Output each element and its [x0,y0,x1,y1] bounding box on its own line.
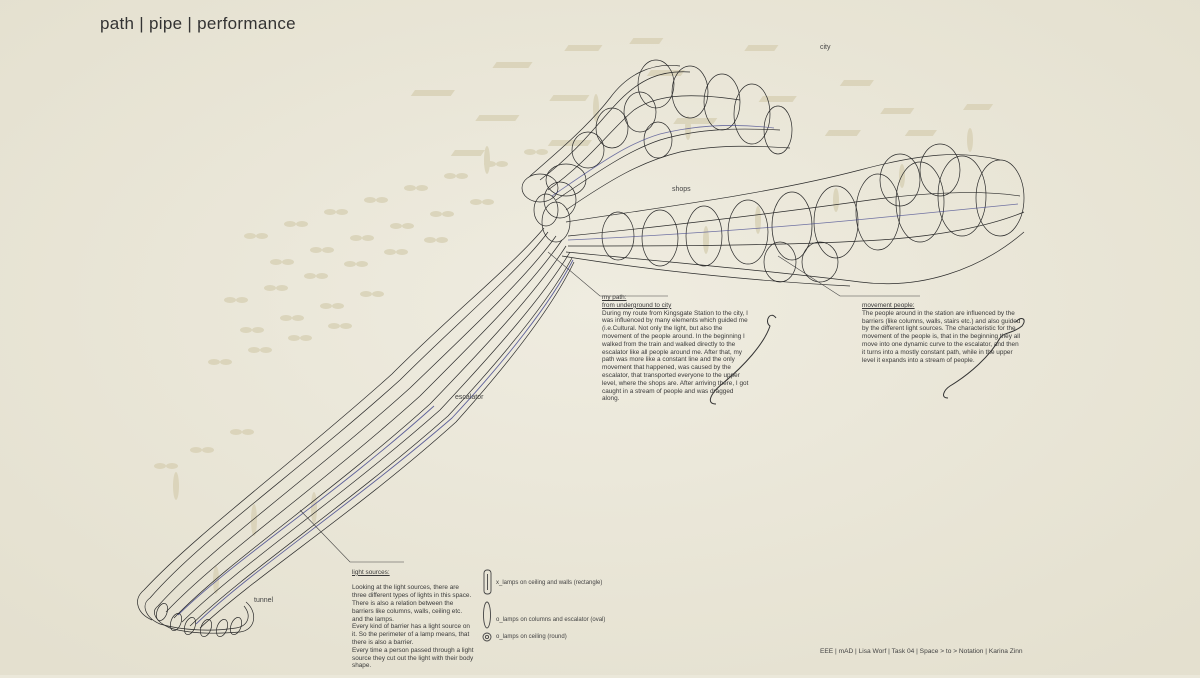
legend-rectangle-lamps: x_lamps on ceiling and walls (rectangle) [496,580,603,586]
movement-people-body: The people around in the station are inf… [862,309,1021,364]
pipe-escalator-accent [177,259,574,625]
movement-people-note: movement people: The people around in th… [862,302,1022,364]
oval-column-lamps [173,94,973,594]
round-lamp-inner [484,634,490,640]
light-sources-note: light sources: Looking at the light sour… [352,561,474,678]
my-path-body: During my route from Kingsgate Station t… [602,309,749,403]
rectangle-lamp-icon [483,569,492,595]
movement-people-heading: movement people: [862,302,915,309]
pipe-people-accent [567,203,1019,241]
pipe-tunnel [137,589,254,637]
my-path-note: my path: from underground to city During… [602,294,752,403]
label-city: city [820,44,831,51]
oval-lamp-pairs [154,149,548,469]
legend-oval-lamps: o_lamps on columns and escalator (oval) [496,617,606,623]
oval-lamp-icon [483,601,491,629]
round-lamp-icon [482,632,492,642]
light-source-field [154,38,994,594]
label-tunnel: tunnel [254,597,274,604]
label-shops: shops [672,186,691,193]
credits-line: EEE | mAD | Lisa Worf | Task 04 | Space … [820,648,1023,655]
legend-round-lamps: o_lamps on ceiling (round) [496,634,567,640]
pipe-people-branch [561,143,1025,287]
my-path-heading: my path: from underground to city [602,294,672,309]
rectangle-lamps-top [410,38,994,156]
pipe-city-branch [529,59,793,211]
leader-lines [299,251,920,563]
page-title: path | pipe | performance [100,14,296,33]
path-notation-glyphs [709,314,1025,405]
light-sources-heading: light sources: [352,568,390,576]
pipe-city-accent [551,125,775,197]
light-sources-body: Looking at the light sources, there are … [352,584,474,670]
label-escalator: escalator [455,394,484,401]
legend-icons [482,569,492,642]
pipe-escalator [143,227,575,629]
